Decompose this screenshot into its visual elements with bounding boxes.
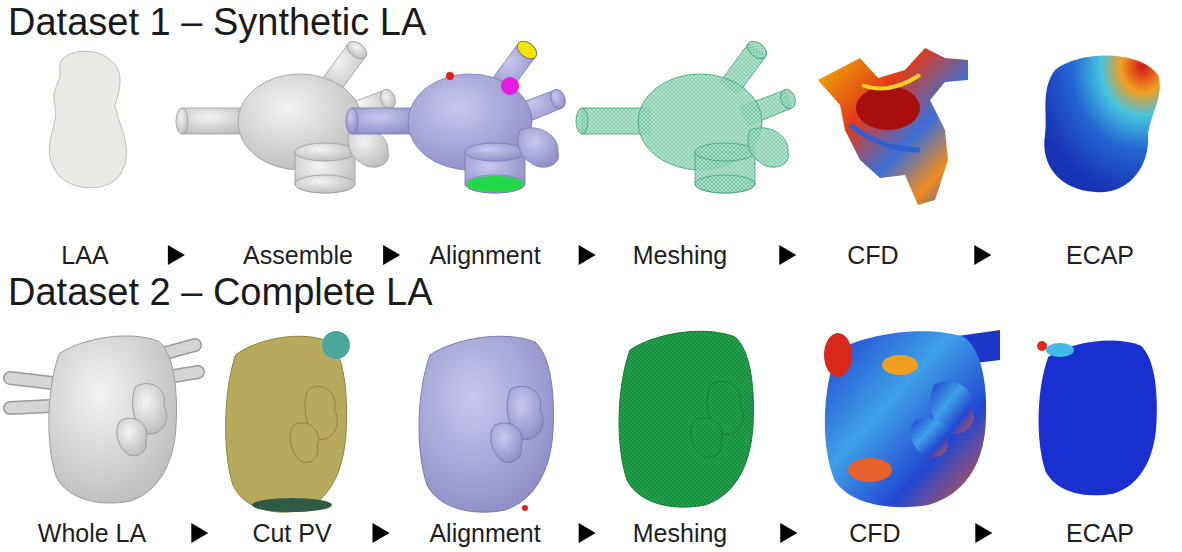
laa-shape [49,51,126,187]
step-name: CFD [847,241,898,270]
ecap-map [1044,56,1160,193]
step-label: Cut PV [248,518,335,549]
row-title: Dataset 2 – Complete LA [8,272,433,314]
step-label: LAA [57,240,112,271]
step-name: Assemble [243,241,353,270]
step-label: Meshing [629,518,732,549]
step-label: Assemble [239,240,357,271]
step-arrow [383,245,400,265]
ecap-la-map [1037,341,1157,496]
step-name: CFD [849,519,900,548]
step-name: LAA [61,241,108,270]
step-label: CFD [845,518,904,549]
step-arrow [579,245,596,265]
step-arrow [779,245,796,265]
step-label: Meshing [629,240,732,271]
step-name: Meshing [633,519,728,548]
cut-pv-model [226,331,350,512]
step-label: Alignment [425,518,544,549]
step-label: CFD [843,240,902,271]
step-arrow [168,245,185,265]
whole-la-model [10,336,198,503]
step-arrow [974,245,991,265]
step-label: ECAP [1062,240,1138,271]
row-title: Dataset 1 – Synthetic LA [8,2,426,44]
step-label: ECAP [1062,518,1138,549]
step-arrow [780,523,797,543]
step-arrow [579,523,596,543]
step-label: Whole LA [34,518,150,549]
mesh-la-model [619,331,753,507]
step-name: ECAP [1066,519,1134,548]
step-name: Meshing [633,241,728,270]
cfd-section [818,48,968,205]
step-arrow [373,523,390,543]
aligned-model [346,38,568,193]
aligned-la-model [419,336,553,512]
step-name: Alignment [429,241,540,270]
step-name: Whole LA [38,519,146,548]
mesh-model [576,38,798,193]
step-arrow [975,523,992,543]
step-name: ECAP [1066,241,1134,270]
step-name: Cut PV [252,519,331,548]
cfd-la-section [824,330,1000,507]
step-name: Alignment [429,519,540,548]
step-arrow [191,523,208,543]
step-label: Alignment [425,240,544,271]
